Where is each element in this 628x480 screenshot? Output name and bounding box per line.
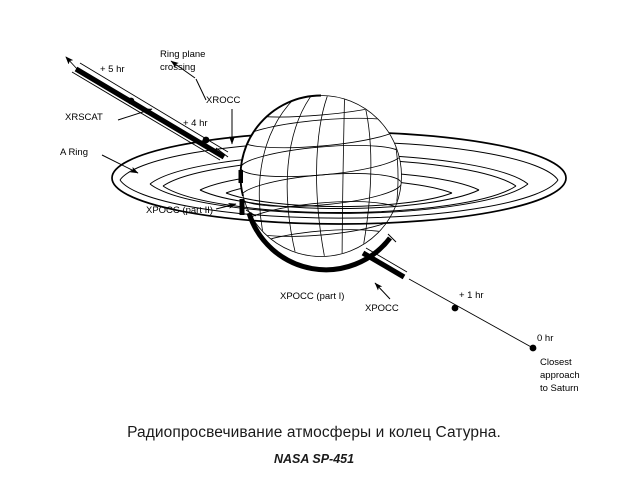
label-ring-plane-crossing-line2: crossing [160,62,195,73]
label-plus-4hr: + 4 hr [183,118,208,129]
label-a-ring: A Ring [60,147,88,158]
xpocc-part1-arc [246,212,392,273]
ring-system-front [111,177,567,225]
time-dot-5hr [127,97,135,105]
label-xpocc-part2: XPOCC (part II) [146,205,213,216]
leader-a-ring [101,154,139,174]
time-dot-0hr [529,344,537,352]
label-xpocc: XPOCC [365,303,399,314]
figure-caption-russian: Радиопросвечивание атмосферы и колец Сат… [127,424,501,441]
label-closest-line3: to Saturn [540,383,579,394]
label-closest-line1: Closest [540,357,572,368]
figure-source: NASA SP-451 [273,452,355,466]
saturn-globe [239,94,402,257]
label-0hr: 0 hr [537,333,553,344]
label-closest-line2: approach [540,370,580,381]
label-ring-plane-crossing-line1: Ring plane [160,49,205,60]
label-xrocc: XROCC [206,95,240,106]
annotation-leaders [101,60,391,300]
label-plus-5hr: + 5 hr [100,64,125,75]
label-plus-1hr: + 1 hr [459,290,484,301]
xpocc-segment [361,250,406,280]
time-dot-4hr [202,136,210,144]
label-xrscat: XRSCAT [65,112,103,123]
leader-xpocc-part2 [215,203,237,210]
leader-ring-plane-crossing [170,60,196,79]
leader-xrscat [117,108,153,121]
label-xpocc-part1: XPOCC (part I) [280,291,344,302]
leader-xpocc [374,282,391,300]
xrocc-tick-marks [238,170,245,215]
time-dot-1hr [451,304,459,312]
